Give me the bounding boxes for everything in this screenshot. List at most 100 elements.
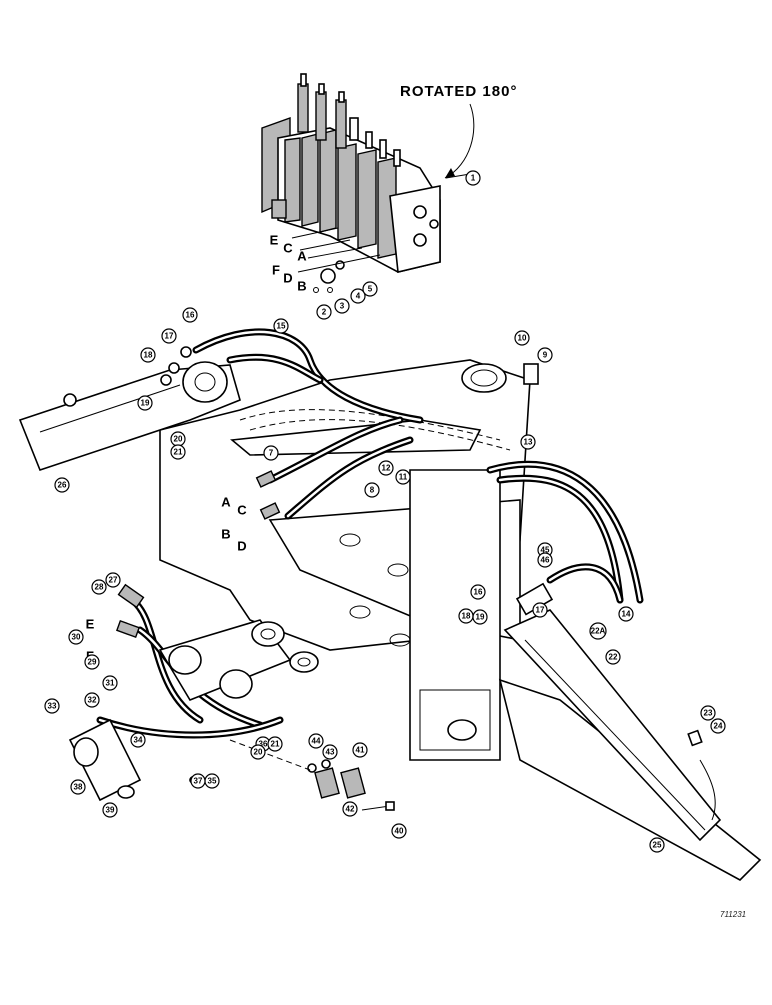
svg-text:24: 24 bbox=[714, 722, 723, 731]
svg-text:18: 18 bbox=[462, 612, 471, 621]
svg-text:42: 42 bbox=[346, 805, 355, 814]
svg-text:39: 39 bbox=[106, 806, 115, 815]
svg-text:20: 20 bbox=[254, 748, 263, 757]
svg-text:30: 30 bbox=[72, 633, 81, 642]
svg-text:38: 38 bbox=[74, 783, 83, 792]
svg-text:1: 1 bbox=[471, 174, 476, 183]
svg-text:18: 18 bbox=[144, 351, 153, 360]
callout-1: 1 bbox=[465, 170, 481, 186]
svg-text:17: 17 bbox=[536, 606, 545, 615]
svg-text:9: 9 bbox=[543, 351, 548, 360]
hose-clamp-parts bbox=[229, 739, 395, 811]
svg-text:2: 2 bbox=[322, 308, 327, 317]
callout-17: 17 bbox=[161, 328, 177, 344]
callout-35: 35 bbox=[204, 773, 220, 789]
grease-fitting-right bbox=[687, 729, 716, 821]
callout-10: 10 bbox=[514, 330, 530, 346]
svg-text:25: 25 bbox=[653, 841, 662, 850]
callout-29: 29 bbox=[84, 654, 100, 670]
svg-text:23: 23 bbox=[704, 709, 713, 718]
callout-32: 32 bbox=[84, 692, 100, 708]
callout-19: 19 bbox=[137, 395, 153, 411]
svg-text:17: 17 bbox=[165, 332, 174, 341]
callout-18: 18 bbox=[458, 608, 474, 624]
svg-text:19: 19 bbox=[141, 399, 150, 408]
callout-7: 7 bbox=[263, 445, 279, 461]
callout-37: 37 bbox=[190, 773, 206, 789]
svg-text:36: 36 bbox=[259, 740, 268, 749]
svg-text:31: 31 bbox=[106, 679, 115, 688]
callout-25: 25 bbox=[649, 837, 665, 853]
callout-17: 17 bbox=[532, 602, 548, 618]
letter-D: D bbox=[283, 271, 292, 286]
lower-valve-group bbox=[68, 583, 319, 802]
svg-text:26: 26 bbox=[58, 481, 67, 490]
svg-text:46: 46 bbox=[541, 556, 550, 565]
callout-15: 15 bbox=[273, 318, 289, 334]
callout-20: 20 bbox=[170, 431, 186, 447]
hoses-upper bbox=[192, 328, 644, 604]
svg-text:8: 8 bbox=[370, 486, 375, 495]
svg-text:43: 43 bbox=[326, 748, 335, 757]
letter-E: E bbox=[270, 233, 279, 248]
svg-text:34: 34 bbox=[134, 736, 143, 745]
valve-seal-parts bbox=[313, 260, 345, 293]
letter-D: D bbox=[237, 539, 246, 554]
callout-44: 44 bbox=[308, 733, 324, 749]
svg-text:20: 20 bbox=[174, 435, 183, 444]
svg-text:16: 16 bbox=[186, 311, 195, 320]
hose-fittings bbox=[160, 346, 539, 520]
svg-text:21: 21 bbox=[174, 448, 183, 457]
callout-19: 19 bbox=[472, 609, 488, 625]
callout-8: 8 bbox=[364, 482, 380, 498]
callout-46: 46 bbox=[537, 552, 553, 568]
callout-22A: 22A bbox=[589, 622, 607, 640]
letter-C: C bbox=[237, 503, 247, 518]
svg-text:44: 44 bbox=[312, 737, 321, 746]
svg-text:12: 12 bbox=[382, 464, 391, 473]
svg-text:28: 28 bbox=[95, 583, 104, 592]
callout-16: 16 bbox=[182, 307, 198, 323]
callout-labels: 123457891011121314151617181920212222A232… bbox=[44, 170, 726, 853]
callout-21: 21 bbox=[170, 444, 186, 460]
letter-C: C bbox=[283, 241, 293, 256]
heading-arrowhead bbox=[445, 168, 455, 178]
callout-2: 2 bbox=[316, 304, 332, 320]
callout-21: 21 bbox=[267, 736, 283, 752]
control-valve-assembly bbox=[261, 73, 441, 273]
svg-text:29: 29 bbox=[88, 658, 97, 667]
svg-text:22: 22 bbox=[609, 653, 618, 662]
callout-22: 22 bbox=[605, 649, 621, 665]
svg-text:45: 45 bbox=[541, 546, 550, 555]
reference-number: 711231 bbox=[720, 910, 746, 919]
callout-28: 28 bbox=[91, 579, 107, 595]
callout-42: 42 bbox=[342, 801, 358, 817]
callout-41: 41 bbox=[352, 742, 368, 758]
svg-text:5: 5 bbox=[368, 285, 373, 294]
callout-23: 23 bbox=[700, 705, 716, 721]
callout-12: 12 bbox=[378, 460, 394, 476]
svg-text:3: 3 bbox=[340, 302, 345, 311]
letter-A: A bbox=[297, 249, 307, 264]
svg-text:37: 37 bbox=[194, 777, 203, 786]
callout-30: 30 bbox=[68, 629, 84, 645]
callout-40: 40 bbox=[391, 823, 407, 839]
callout-3: 3 bbox=[334, 298, 350, 314]
letter-E: E bbox=[86, 617, 95, 632]
callout-5: 5 bbox=[362, 281, 378, 297]
callout-20: 20 bbox=[250, 744, 266, 760]
callout-26: 26 bbox=[54, 477, 70, 493]
callout-34: 34 bbox=[130, 732, 146, 748]
svg-text:14: 14 bbox=[622, 610, 631, 619]
svg-text:11: 11 bbox=[399, 473, 408, 482]
svg-text:32: 32 bbox=[88, 696, 97, 705]
heading-arrow bbox=[444, 103, 475, 179]
heading-rotated: ROTATED 180° bbox=[400, 83, 517, 100]
letter-B: B bbox=[297, 279, 306, 294]
callout-13: 13 bbox=[520, 434, 536, 450]
svg-text:7: 7 bbox=[269, 449, 274, 458]
svg-text:35: 35 bbox=[208, 777, 217, 786]
callout-24: 24 bbox=[710, 718, 726, 734]
svg-text:27: 27 bbox=[109, 576, 118, 585]
